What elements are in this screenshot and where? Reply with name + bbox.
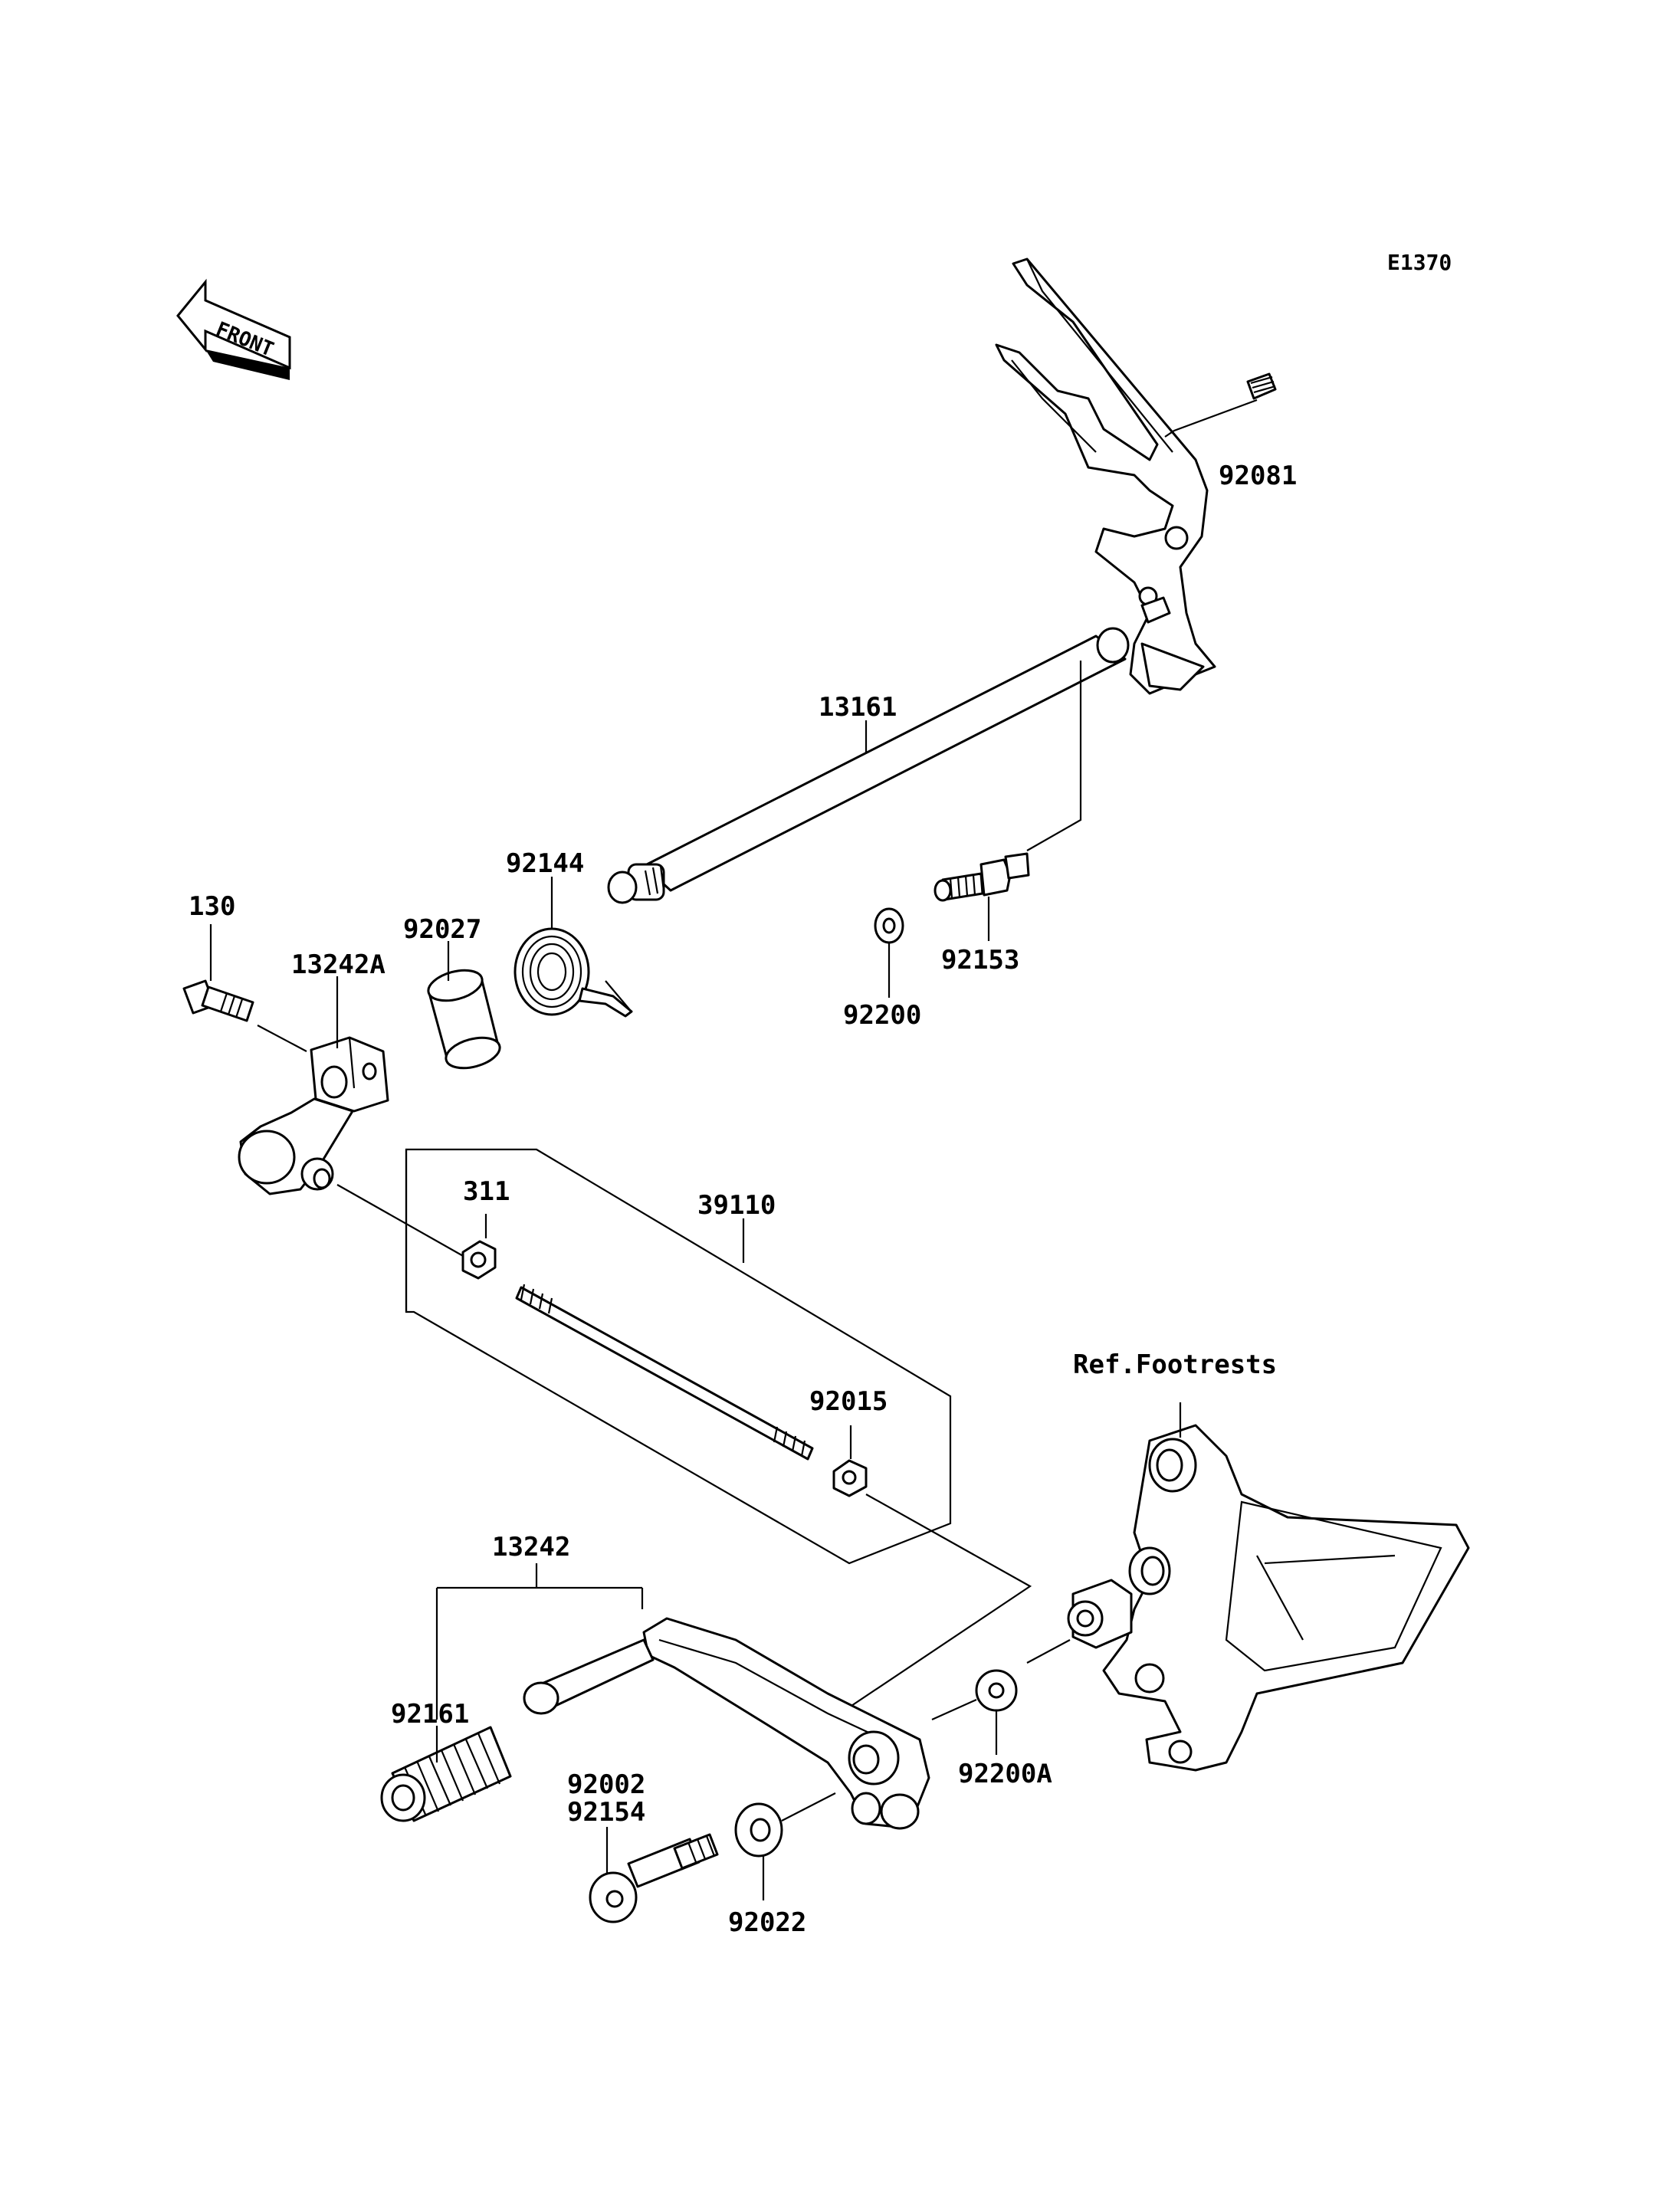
label-92015: 92015 bbox=[809, 1386, 888, 1417]
label-92022: 92022 bbox=[728, 1907, 806, 1938]
leader-lever-to-311 bbox=[336, 1184, 465, 1258]
label-92081: 92081 bbox=[1219, 461, 1297, 491]
label-13161: 13161 bbox=[819, 692, 897, 723]
leader-92015-to-lever bbox=[835, 1494, 1032, 1717]
leader-92081 bbox=[1164, 398, 1258, 438]
label-39110: 39110 bbox=[697, 1190, 776, 1221]
leader-92200A-to-lever bbox=[931, 1698, 977, 1721]
bolt-92153 bbox=[934, 852, 1030, 902]
label-92154: 92154 bbox=[567, 1797, 645, 1828]
label-92200: 92200 bbox=[843, 1000, 921, 1031]
label-92200A: 92200A bbox=[958, 1759, 1052, 1789]
nut-92015 bbox=[832, 1459, 868, 1497]
tie-rod bbox=[515, 1284, 814, 1461]
label-13242: 13242 bbox=[492, 1532, 570, 1562]
label-92161: 92161 bbox=[391, 1699, 469, 1730]
leader-92200A-up bbox=[1026, 1639, 1071, 1664]
spring-92144 bbox=[514, 927, 633, 1018]
bolt-92002 bbox=[589, 1833, 719, 1923]
washer-92200 bbox=[874, 907, 904, 944]
leader-92022-to-lever bbox=[781, 1792, 836, 1822]
front-arrow-icon: FRONT bbox=[176, 278, 291, 380]
shift-pedal bbox=[523, 1617, 930, 1830]
diagram-code: E1370 bbox=[1387, 250, 1452, 275]
shift-arm-assembly bbox=[995, 257, 1277, 695]
shift-shaft bbox=[607, 596, 1171, 904]
label-92153: 92153 bbox=[941, 945, 1019, 976]
nut-311 bbox=[461, 1240, 497, 1280]
label-130: 130 bbox=[189, 891, 235, 922]
washer-92200A bbox=[975, 1669, 1018, 1712]
leader-130-to-lever bbox=[257, 1025, 307, 1052]
leader-92153-top bbox=[1026, 661, 1082, 851]
ref-footrests-label: Ref.Footrests bbox=[1073, 1349, 1277, 1380]
label-311: 311 bbox=[463, 1176, 510, 1207]
bolt-130 bbox=[182, 979, 254, 1022]
label-92002: 92002 bbox=[567, 1769, 645, 1800]
bracket-39110 bbox=[405, 1148, 952, 1565]
bracket-13242 bbox=[435, 1563, 644, 1720]
label-92027: 92027 bbox=[403, 914, 481, 945]
footrest-bracket bbox=[1067, 1424, 1470, 1772]
lever-13242A bbox=[238, 1036, 389, 1195]
label-92144: 92144 bbox=[506, 848, 584, 879]
label-13242A: 13242A bbox=[291, 949, 386, 980]
washer-92022 bbox=[734, 1802, 783, 1858]
rubber-92161 bbox=[380, 1726, 512, 1822]
collar-92027 bbox=[427, 969, 501, 1070]
